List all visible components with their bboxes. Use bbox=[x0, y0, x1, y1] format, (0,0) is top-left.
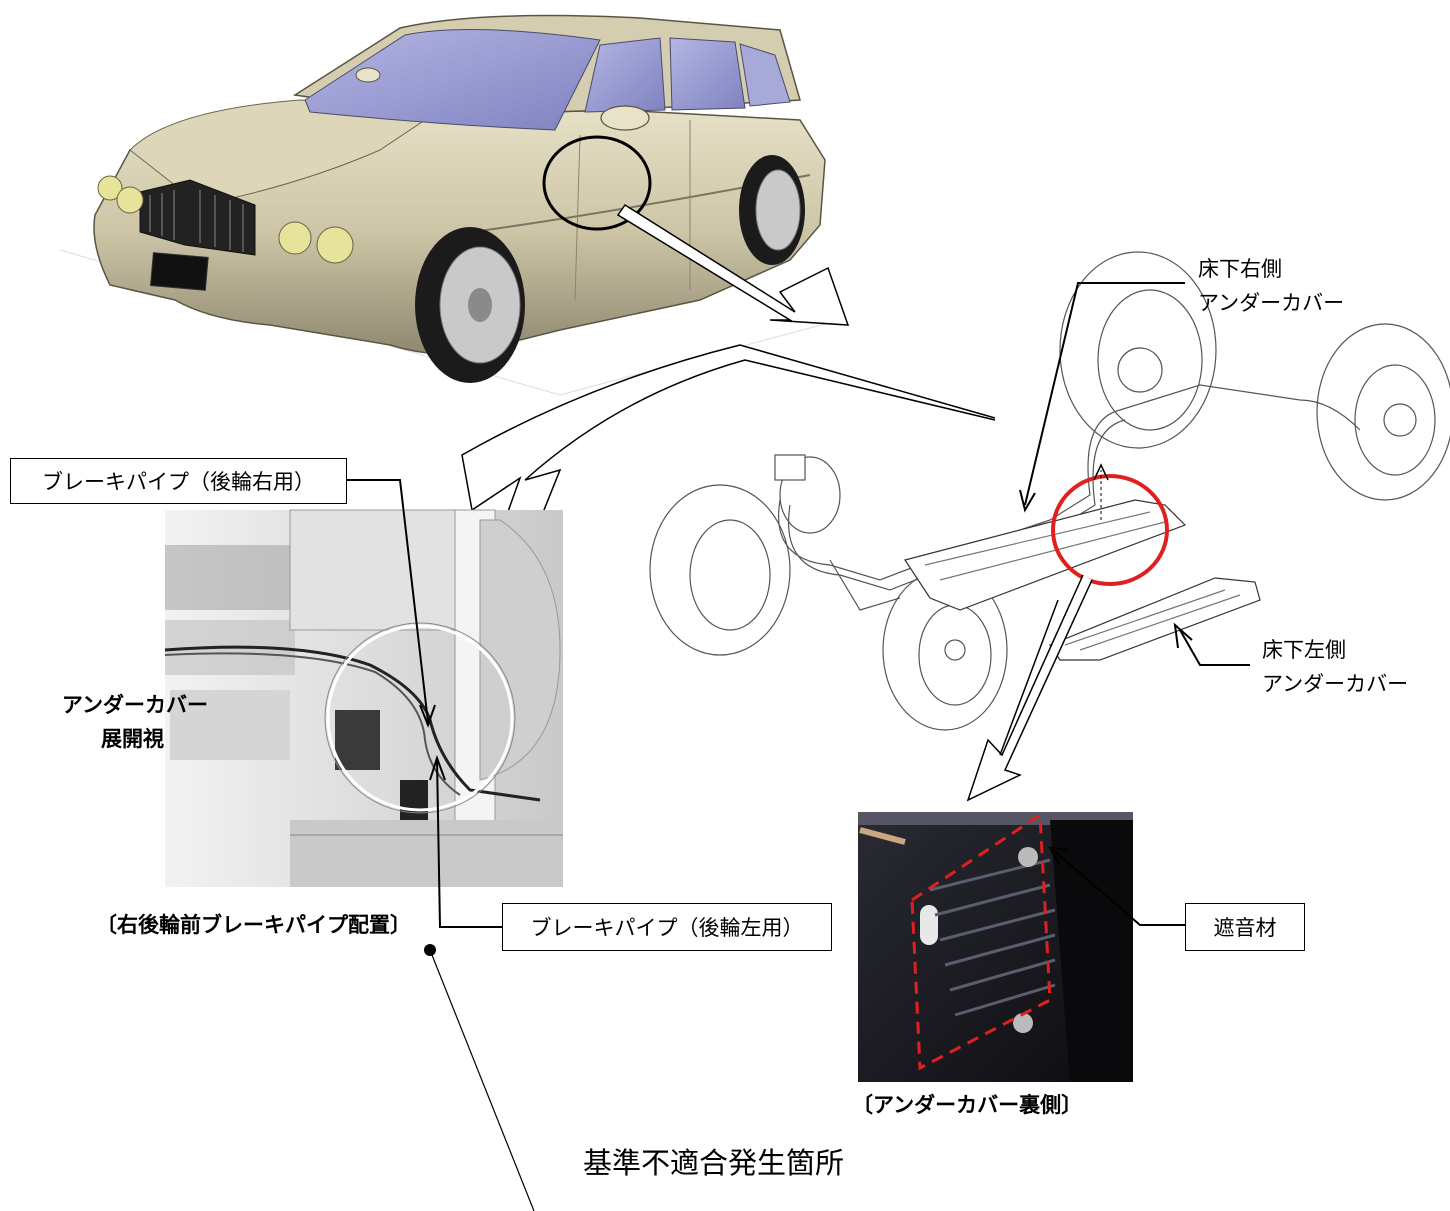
undercover-back-photo bbox=[858, 812, 1133, 1082]
leader-pipe-right-rear bbox=[347, 479, 429, 723]
pipe-left-rear-callout: ブレーキパイプ（後輪左用） bbox=[502, 903, 832, 951]
location-circle-car bbox=[542, 135, 652, 231]
front-wheel bbox=[415, 227, 525, 383]
arrow-chassis-to-undercover bbox=[966, 574, 1093, 802]
undercover-expanded-label: アンダーカバー 展開視 bbox=[28, 688, 208, 756]
pipe-right-rear-callout: ブレーキパイプ（後輪右用） bbox=[10, 458, 347, 504]
chassis-drawing bbox=[649, 251, 1450, 731]
soundproof-callout: 遮音材 bbox=[1185, 903, 1305, 951]
sedan-illustration bbox=[59, 14, 841, 396]
undercover-expanded-line1: アンダーカバー bbox=[61, 692, 208, 717]
undercover-expanded-line2: 展開視 bbox=[101, 726, 164, 751]
location-circle-chassis bbox=[1051, 474, 1169, 586]
leader-right-cover bbox=[1024, 282, 1185, 506]
left-cover-label: 床下左側 アンダーカバー bbox=[1262, 633, 1408, 701]
leader-soundproof bbox=[1052, 849, 1185, 926]
arrow-car-to-chassis bbox=[616, 203, 850, 326]
leader-pipe-left-rear bbox=[436, 759, 502, 928]
nonconformity-leader bbox=[429, 949, 535, 1211]
right-cover-label-line2: アンダーカバー bbox=[1198, 291, 1345, 315]
pipe-layout-caption: 〔右後輪前ブレーキパイプ配置〕 bbox=[96, 912, 411, 937]
rear-wheel bbox=[739, 155, 805, 265]
nonconformity-location-label: 基準不適合発生箇所 bbox=[583, 1146, 845, 1180]
right-cover-label: 床下右側 アンダーカバー bbox=[1198, 252, 1344, 320]
undercover-back-caption: 〔アンダーカバー裏側〕 bbox=[852, 1092, 1083, 1117]
right-cover-label-line1: 床下右側 bbox=[1198, 257, 1282, 281]
soundproof-region-outline bbox=[910, 812, 1052, 1071]
arrow-chassis-to-photo bbox=[461, 344, 996, 521]
left-cover-label-line2: アンダーカバー bbox=[1262, 672, 1409, 696]
pipe-layout-photo bbox=[164, 509, 563, 887]
leader-left-cover bbox=[1179, 629, 1250, 666]
left-cover-label-line1: 床下左側 bbox=[1262, 638, 1346, 662]
